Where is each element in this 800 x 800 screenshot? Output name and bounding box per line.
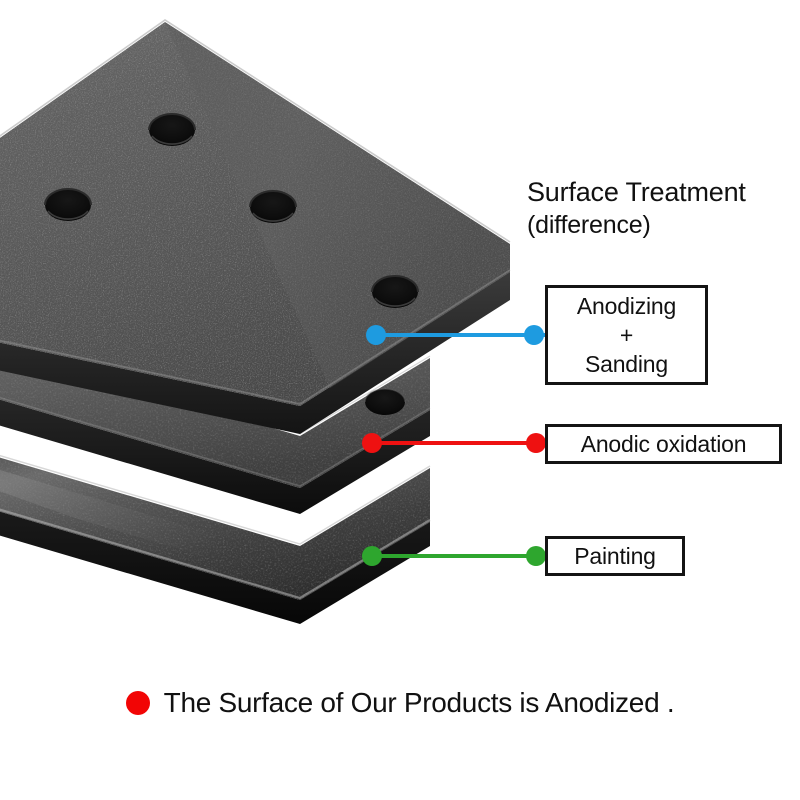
callout-painting-label: Painting (574, 543, 656, 569)
footer-note: The Surface of Our Products is Anodized … (0, 686, 800, 720)
footer-note-text: The Surface of Our Products is Anodized … (163, 687, 675, 718)
leader-line-anodic-oxidation (372, 441, 550, 445)
stacked-plates-illustration (0, 19, 511, 624)
red-dot-icon (526, 433, 546, 453)
callout-anodizing-line3: Sanding (584, 350, 668, 377)
product-photo (0, 19, 511, 624)
plate-hole (44, 188, 92, 221)
callout-painting: Painting (545, 536, 685, 576)
callout-anodic-oxidation: Anodic oxidation (545, 424, 782, 464)
blue-dot-icon (366, 325, 386, 345)
callout-anodizing-sanding: Anodizing + Sanding (545, 285, 708, 385)
page-title-line2: (difference) (527, 211, 651, 239)
leader-line-painting (372, 554, 550, 558)
red-bullet-icon (125, 691, 150, 715)
plate-hole (148, 113, 196, 146)
callout-anodizing-label: Anodizing + Sanding (577, 292, 676, 379)
callout-anodizing-line2: + (619, 321, 634, 348)
page-title: Surface Treatment (difference) (527, 176, 797, 242)
leader-line-anodizing (378, 333, 548, 337)
callout-anodizing-line1: Anodizing (576, 292, 677, 319)
plate-hole (364, 388, 406, 415)
plate-hole (371, 275, 419, 308)
red-dot-icon (362, 433, 382, 453)
page-title-line1: Surface Treatment (527, 177, 746, 207)
top-plate-anodized-sanded (0, 19, 511, 434)
blue-dot-icon (524, 325, 544, 345)
green-dot-icon (526, 546, 546, 566)
callout-anodic-oxidation-label: Anodic oxidation (580, 431, 747, 457)
green-dot-icon (362, 546, 382, 566)
bottom-plate-painted (0, 452, 431, 624)
plate-hole (249, 190, 297, 223)
